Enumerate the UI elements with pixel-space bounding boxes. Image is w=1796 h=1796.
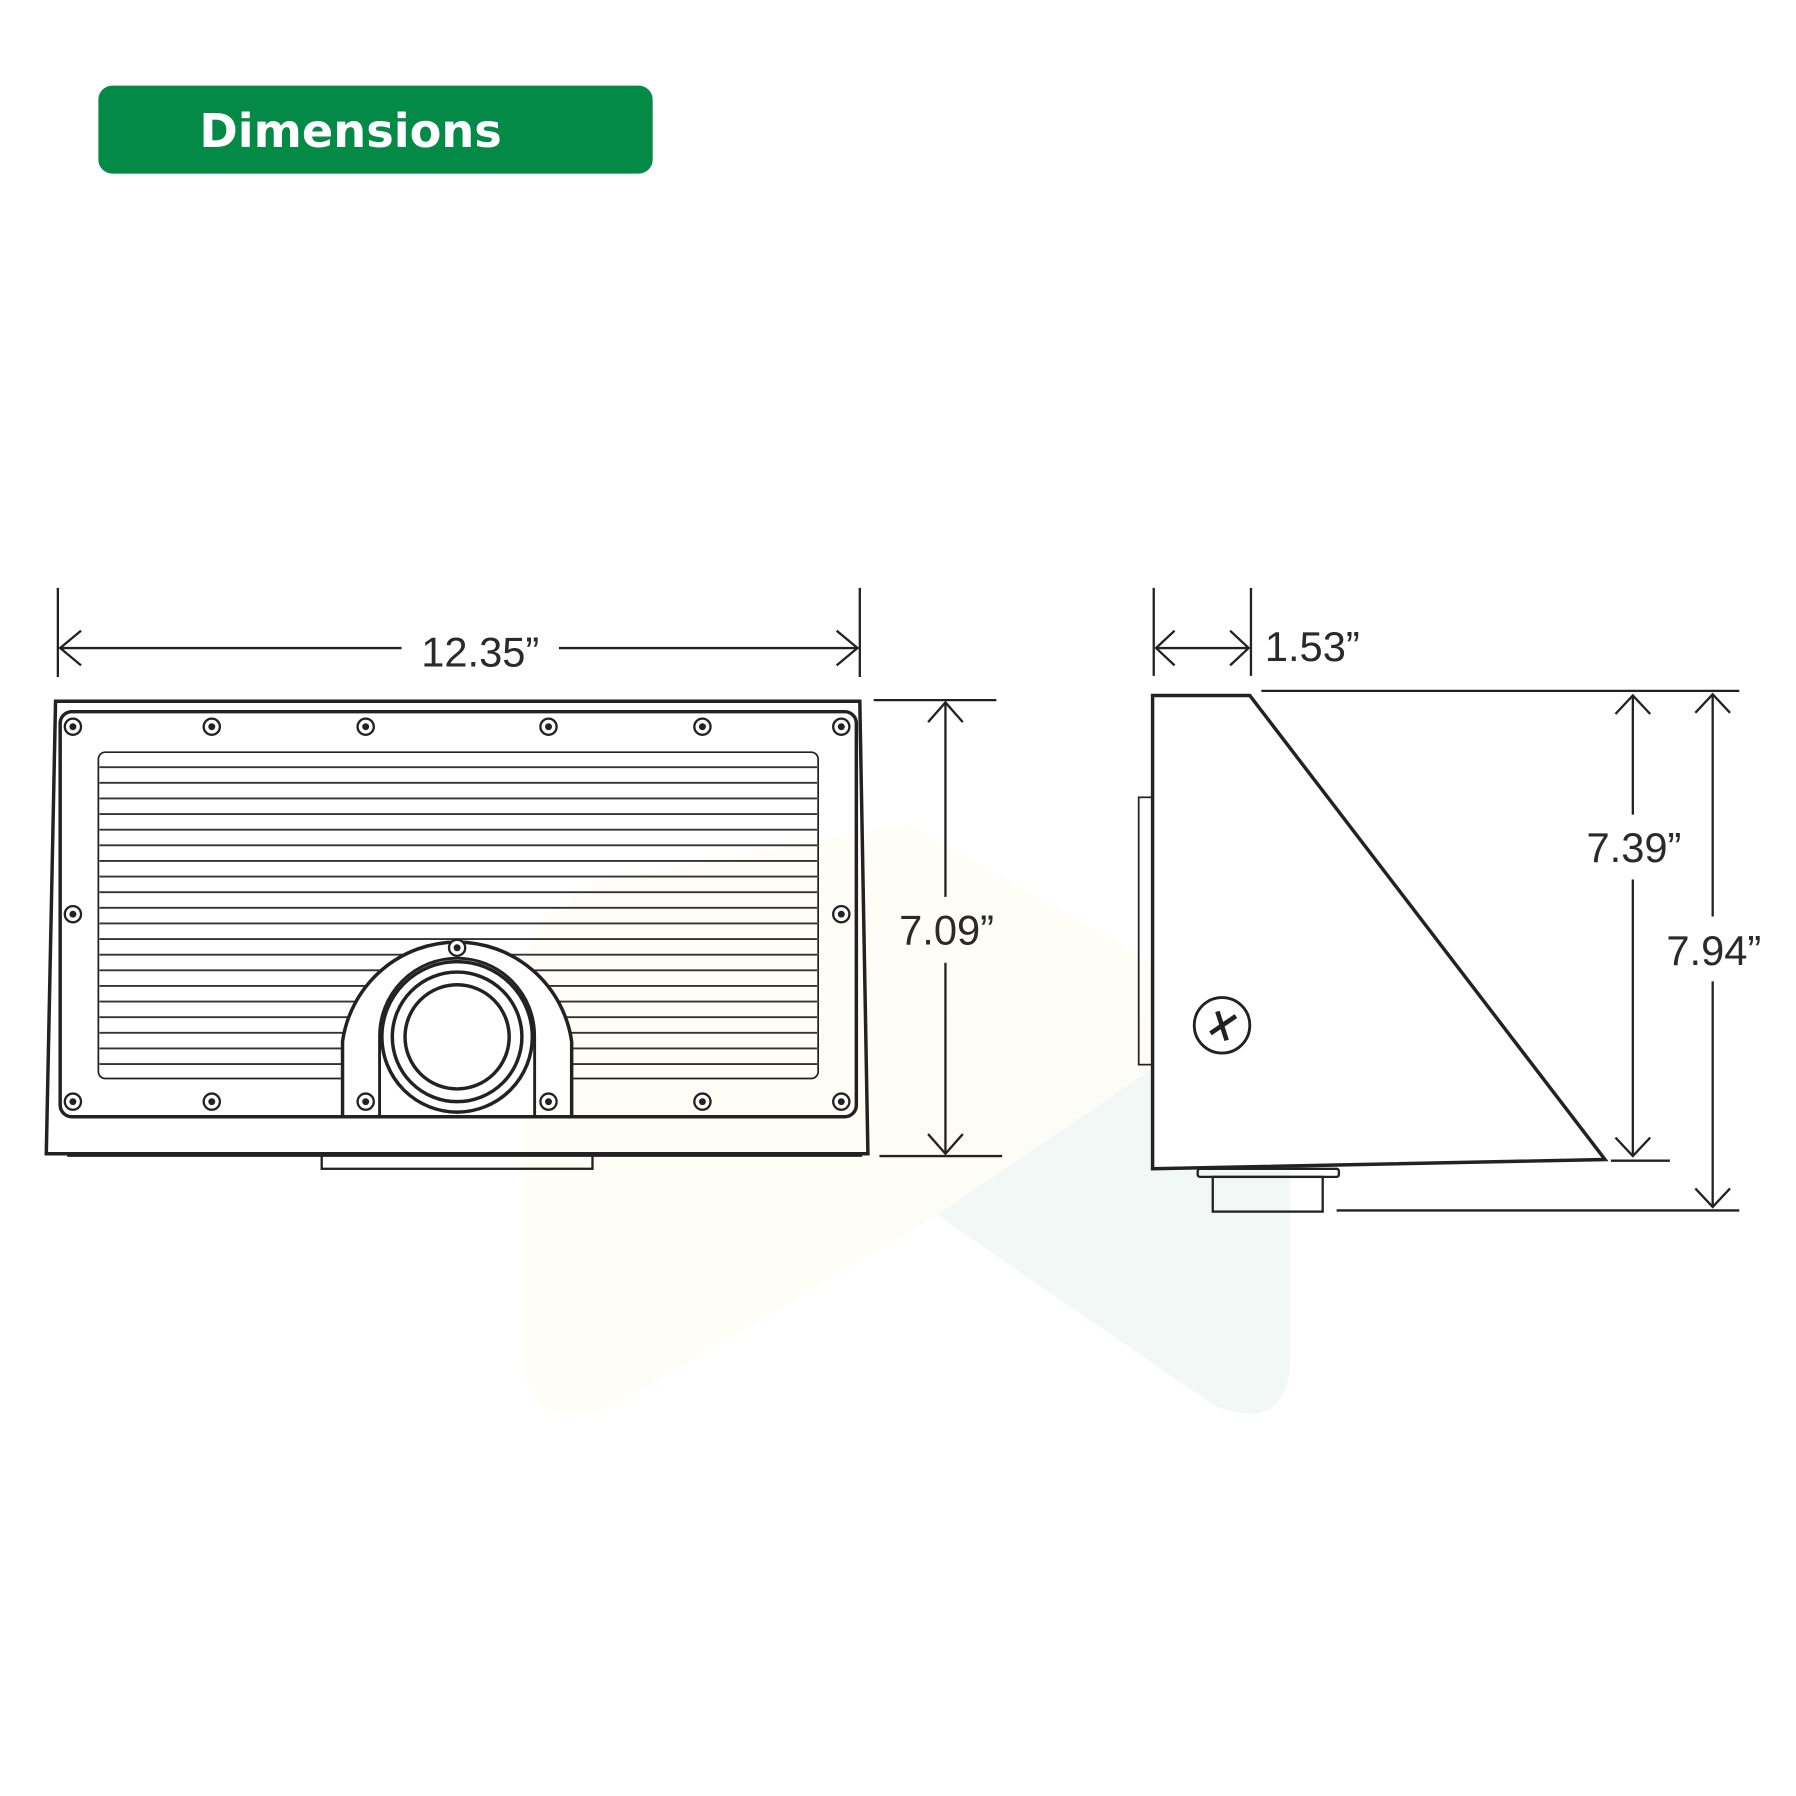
overall-height-label: 7.94” xyxy=(1666,927,1761,974)
badge-title: Dimensions xyxy=(199,104,501,158)
screw-icon xyxy=(832,904,851,924)
screw-icon xyxy=(356,1092,375,1111)
depth-dimension: 1.53” xyxy=(1152,587,1360,676)
mounting-screw-icon xyxy=(1192,996,1252,1055)
front-view xyxy=(44,699,870,1170)
screw-icon xyxy=(539,1092,558,1111)
screw-icon xyxy=(63,904,83,924)
screw-icon xyxy=(447,938,467,958)
body-height-label: 7.39” xyxy=(1587,824,1682,871)
side-view xyxy=(1137,693,1609,1213)
screws xyxy=(63,717,851,1111)
screw-icon xyxy=(539,717,558,736)
dimensions-badge: Dimensions xyxy=(98,85,653,174)
screw-icon xyxy=(693,1092,712,1111)
screw-icon xyxy=(832,1092,851,1111)
screw-icon xyxy=(202,1092,222,1111)
height-dimension: 7.09” xyxy=(873,698,1003,1158)
width-dimension: 12.35” xyxy=(56,587,861,677)
depth-label: 1.53” xyxy=(1265,623,1360,670)
screw-icon xyxy=(202,717,222,736)
screw-icon xyxy=(832,717,851,736)
body-height-dimension: 7.39” xyxy=(1261,689,1740,1162)
height-label: 7.09” xyxy=(899,906,994,953)
overall-height-dimension: 7.94” xyxy=(1336,692,1761,1212)
screw-icon xyxy=(63,1092,83,1111)
screw-icon xyxy=(63,717,83,736)
width-label: 12.35” xyxy=(421,629,539,676)
screw-icon xyxy=(356,717,375,736)
screw-icon xyxy=(693,717,712,736)
